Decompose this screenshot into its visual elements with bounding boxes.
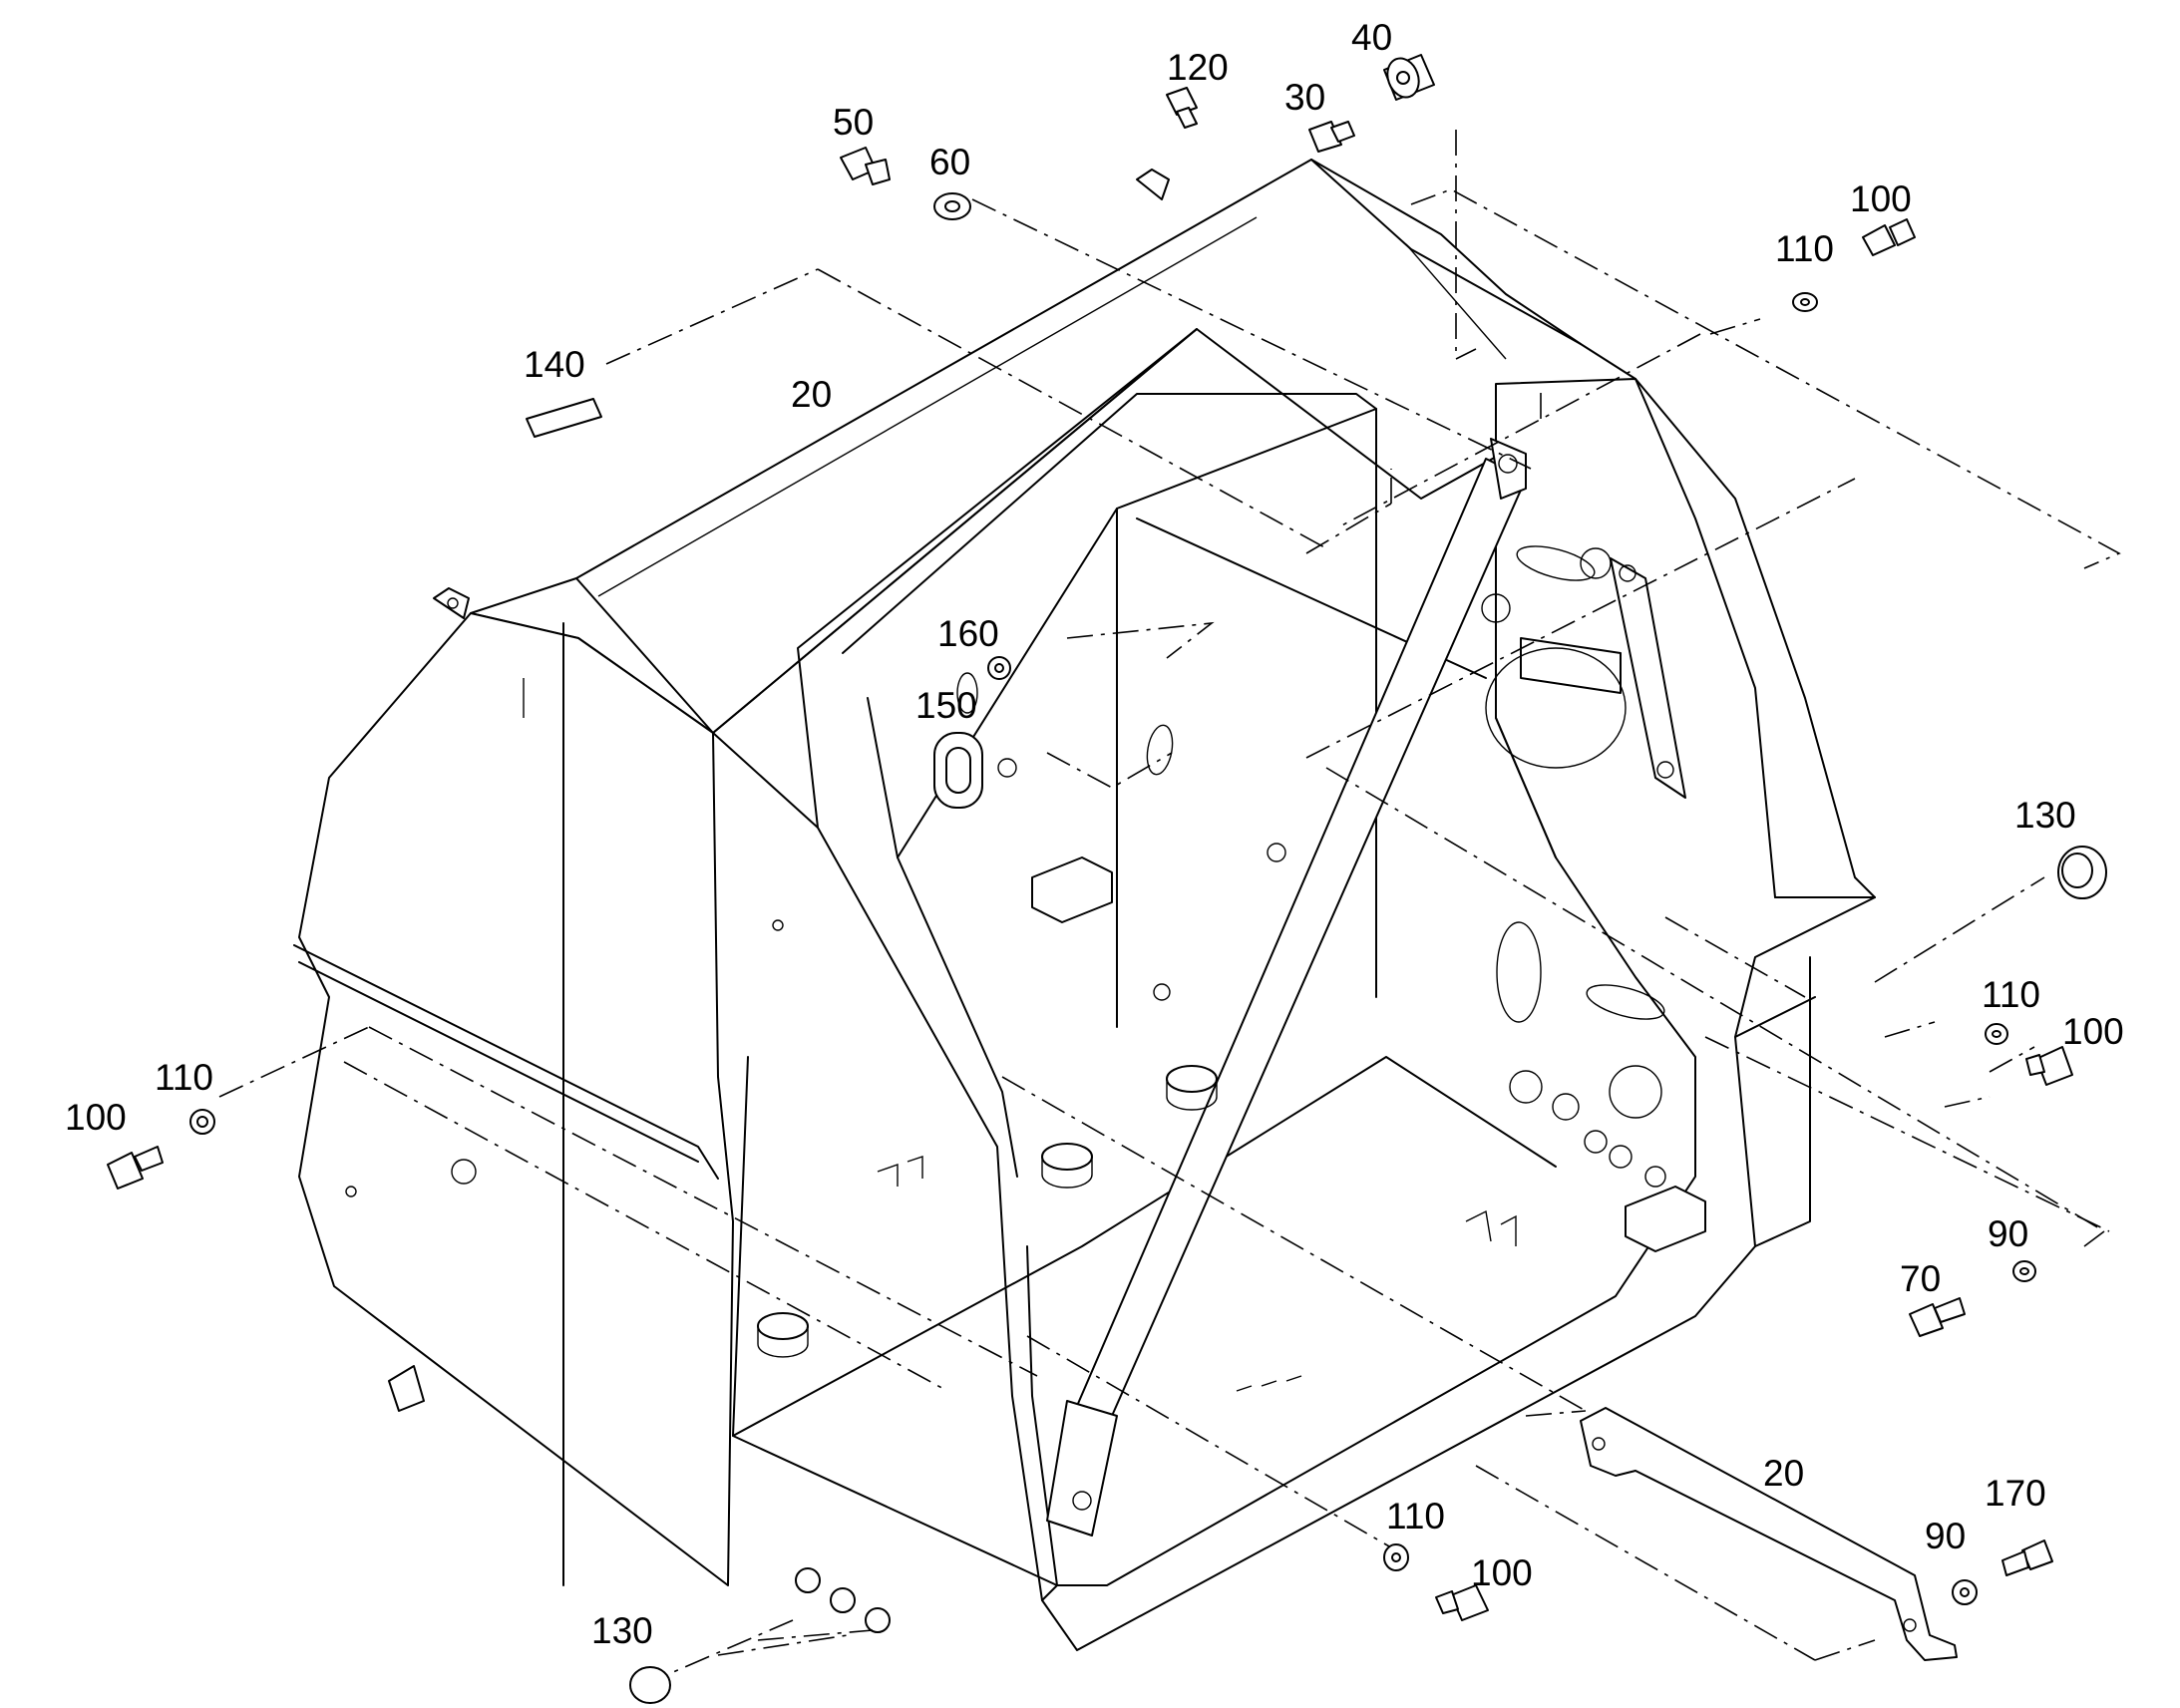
callout-labels: 40 120 30 50 60 100 110 140 20 160 150 1… [65, 17, 2124, 1651]
callout-90: 90 [1988, 1213, 2028, 1254]
callout-160: 160 [937, 613, 999, 654]
callout-60: 60 [929, 142, 970, 182]
callout-130: 130 [591, 1610, 653, 1651]
bolt-100-right [2025, 1046, 2073, 1086]
bolt-100-bottom [1435, 1584, 1489, 1621]
callout-110: 110 [1775, 228, 1834, 269]
callout-100: 100 [65, 1097, 127, 1138]
washer-90-lower [1952, 1579, 1978, 1605]
bolt-100-upper-right [1862, 218, 1916, 256]
washer-110-right [1985, 1023, 2008, 1045]
washer-110-left [189, 1109, 215, 1135]
callout-110: 110 [155, 1057, 213, 1098]
callout-100: 100 [1850, 178, 1912, 219]
callout-70: 70 [1900, 1258, 1941, 1299]
washer-110-upper-right [1792, 292, 1818, 312]
bolt-30 [1308, 121, 1355, 153]
bolt-50 [840, 147, 891, 185]
plate-140 [526, 398, 602, 438]
nut-160 [987, 656, 1011, 680]
bolt-170 [2001, 1539, 2053, 1576]
washer-90-right [2012, 1260, 2036, 1282]
callout-140: 140 [524, 344, 585, 385]
callout-50: 50 [833, 102, 874, 143]
assembly-lines [218, 130, 2121, 1686]
callout-110: 110 [1982, 974, 2040, 1015]
grommet-150 [933, 732, 983, 809]
callout-110: 110 [1386, 1496, 1445, 1537]
frame-body [293, 159, 1876, 1651]
bracket-20 [1580, 1407, 1958, 1661]
callout-120: 120 [1167, 47, 1229, 88]
plug-130-right [2057, 846, 2107, 899]
bushing-40 [1383, 54, 1435, 101]
callout-90: 90 [1925, 1516, 1966, 1556]
callout-150: 150 [915, 685, 977, 726]
callout-100: 100 [1471, 1552, 1533, 1593]
washer-60 [933, 192, 971, 220]
callout-170: 170 [1985, 1473, 2046, 1514]
hardware-parts [107, 54, 2107, 1704]
bolt-100-left [107, 1146, 164, 1190]
callout-40: 40 [1351, 17, 1392, 58]
callout-30: 30 [1284, 77, 1325, 118]
washer-110-bottom [1383, 1543, 1409, 1571]
callout-100: 100 [2062, 1011, 2124, 1052]
plug-130-bottom [629, 1666, 671, 1704]
callout-20: 20 [1763, 1453, 1804, 1494]
callout-20: 20 [791, 374, 832, 415]
bolt-70 [1909, 1297, 1966, 1337]
bolt-120 [1166, 87, 1198, 129]
callout-130: 130 [2014, 795, 2076, 836]
